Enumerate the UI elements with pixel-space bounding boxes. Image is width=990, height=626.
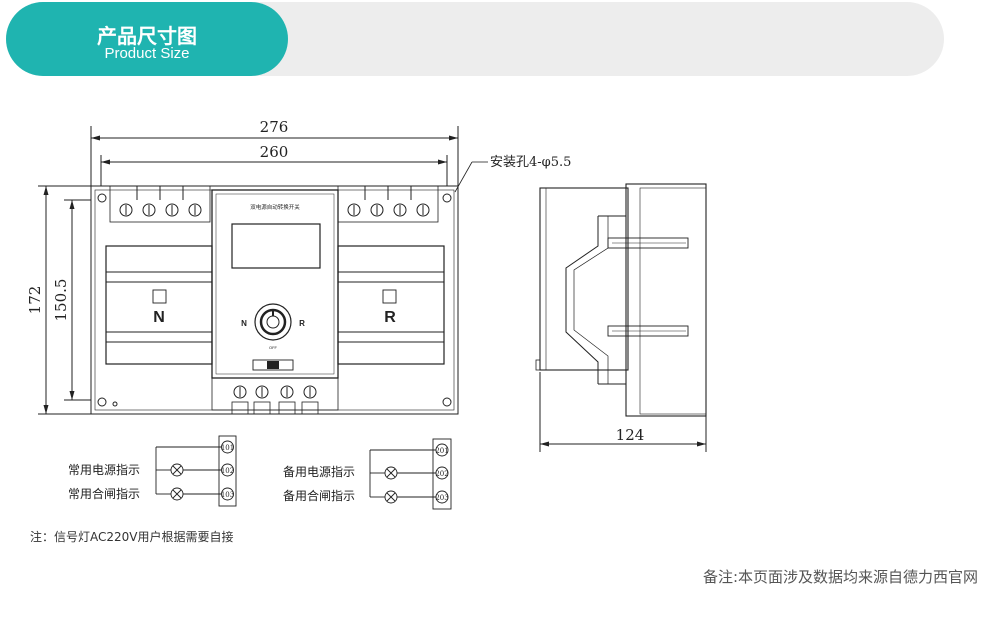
terminal-label: 201 — [435, 447, 448, 455]
selector-knob — [254, 303, 292, 341]
wiring-common — [155, 435, 237, 507]
section-title: 产品尺寸图 — [97, 24, 197, 48]
terminal-label: 202 — [435, 470, 448, 478]
dim-label-172: 172 — [26, 286, 44, 315]
source-remark: 备注:本页面涉及数据均来源自德力西官网 — [702, 568, 978, 586]
wiring-note: 注：信号灯AC220V用户根据需要自接 — [30, 530, 234, 544]
switch-body-outline — [90, 185, 459, 415]
lamp-symbol — [384, 490, 398, 504]
terminal-label: 203 — [435, 494, 448, 502]
terminal-label: 102 — [221, 467, 234, 475]
knob-label-off: OFF — [269, 345, 278, 350]
lamp-symbol — [170, 487, 184, 501]
terminal-label: 101 — [221, 444, 234, 452]
common-power-indicator-label: 常用电源指示 — [68, 462, 140, 477]
dim-label-260: 260 — [260, 143, 289, 161]
dim-label-276: 276 — [260, 118, 289, 136]
lamp-symbol — [384, 466, 398, 480]
section-subtitle: Product Size — [104, 45, 190, 62]
lamp-symbol — [170, 463, 184, 477]
mount-hole-label: 安装孔4-φ5.5 — [490, 155, 571, 170]
module-label-n: N — [153, 309, 165, 326]
terminal-label: 103 — [221, 491, 234, 499]
dim-label-150-5: 150.5 — [52, 279, 70, 322]
front-view — [38, 126, 488, 415]
section-tab: 产品尺寸图 Product Size — [6, 2, 288, 76]
dim-label-124: 124 — [616, 426, 645, 444]
wiring-backup — [369, 438, 452, 510]
knob-label-r: R — [299, 319, 305, 328]
side-view — [535, 183, 707, 452]
module-label-r: R — [384, 309, 396, 326]
panel-title: 双电源自动转换开关 — [250, 203, 300, 211]
backup-power-indicator-label: 备用电源指示 — [283, 464, 355, 479]
knob-label-n: N — [241, 319, 247, 328]
display-window — [231, 223, 321, 269]
common-close-indicator-label: 常用合闸指示 — [68, 486, 140, 501]
backup-close-indicator-label: 备用合闸指示 — [283, 488, 355, 503]
